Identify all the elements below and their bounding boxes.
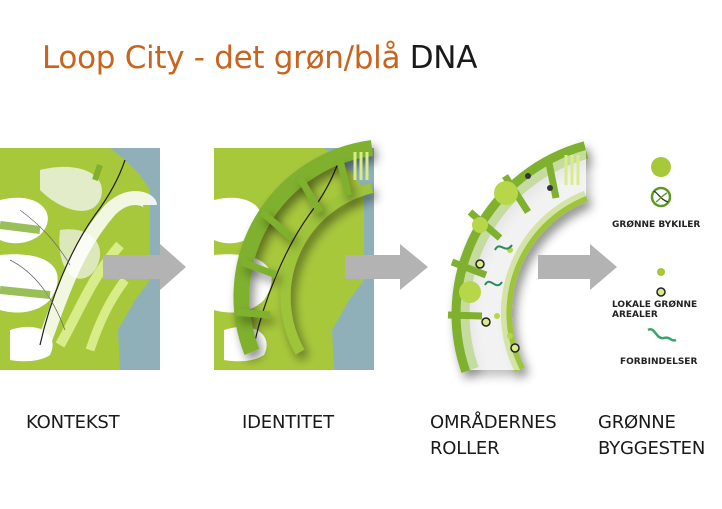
caption-context-line1: KONTEKST: [26, 412, 120, 433]
caption-building-blocks: GRØNNE BYGGESTEN: [598, 410, 705, 462]
legend-local-line1: LOKALE GRØNNE: [612, 300, 698, 310]
arrow-1: [103, 244, 186, 290]
legend-green-wedges: GRØNNE BYKILER: [612, 220, 701, 230]
page-title: Loop City - det grøn/blå DNA: [42, 40, 477, 76]
title-dna: DNA: [409, 40, 478, 76]
roles-diagram: [447, 141, 589, 373]
legend-local-line2: AREALER: [612, 310, 658, 320]
legend-connections: FORBINDELSER: [620, 357, 698, 367]
caption-identity: IDENTITET: [242, 410, 334, 436]
caption-roles: OMRÅDERNES ROLLER: [430, 410, 557, 462]
caption-blocks-line2: BYGGESTEN: [598, 438, 706, 459]
arrow-3: [538, 244, 617, 290]
legend-local-green-areas: LOKALE GRØNNE AREALER: [612, 300, 697, 320]
caption-identity-line1: IDENTITET: [242, 412, 334, 433]
caption-context: KONTEKST: [26, 410, 120, 436]
caption-roles-line1: OMRÅDERNES: [430, 412, 557, 433]
legend-symbols: [647, 157, 677, 342]
arrow-2: [345, 244, 428, 290]
caption-blocks-line1: GRØNNE: [598, 412, 676, 433]
title-main: Loop City - det grøn/blå: [42, 40, 410, 76]
caption-roles-line2: ROLLER: [430, 438, 500, 459]
